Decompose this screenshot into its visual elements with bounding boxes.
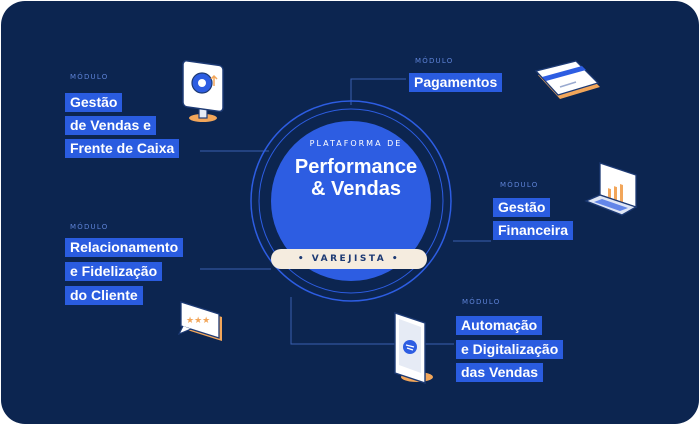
module-automacao-line1: Automação	[456, 316, 543, 335]
module-relacionamento-line2: e Fidelização	[65, 262, 163, 281]
segment-pill: • VAREJISTA •	[271, 249, 427, 269]
module-gestao-vendas-line2: de Vendas e	[65, 116, 156, 135]
module-tag-gestao-vendas: MÓDULO	[70, 73, 109, 81]
center-title-line2: & Vendas	[310, 178, 402, 200]
middle-ring	[258, 108, 444, 294]
module-automacao-line2: e Digitalização	[456, 340, 564, 359]
center-title-line1: Performance	[294, 156, 418, 178]
module-relacionamento-line1: Relacionamento	[65, 238, 184, 257]
center-subtitle: PLATAFORMA DE	[309, 139, 403, 148]
center-title-block: PLATAFORMA DE Performance & Vendas	[276, 139, 436, 200]
module-relacionamento-line3: do Cliente	[65, 286, 143, 305]
module-tag-pagamentos: MÓDULO	[415, 57, 454, 65]
mobile-shopping-icon	[394, 312, 433, 384]
connector-automacao	[290, 297, 454, 345]
rating-chat-icon: ★★★	[177, 301, 222, 341]
connector-pagamentos	[350, 78, 406, 105]
pos-terminal-icon	[182, 60, 224, 122]
module-pagamentos-line1: Pagamentos	[409, 73, 503, 92]
module-gestao-financeira-line2: Financeira	[493, 221, 574, 240]
module-gestao-financeira-line1: Gestão	[493, 198, 551, 217]
credit-card-icon	[534, 60, 600, 99]
laptop-chart-icon	[584, 162, 638, 216]
module-gestao-vendas-line3: Frente de Caixa	[65, 139, 180, 158]
module-tag-gestao-financeira: MÓDULO	[500, 181, 539, 189]
outer-ring	[250, 100, 452, 302]
module-tag-automacao: MÓDULO	[462, 298, 501, 306]
module-tag-relacionamento: MÓDULO	[70, 223, 109, 231]
module-gestao-vendas-line1: Gestão	[65, 93, 123, 112]
module-automacao-line3: das Vendas	[456, 363, 544, 382]
center-circle	[271, 121, 431, 281]
svg-text:★★★: ★★★	[186, 316, 210, 326]
